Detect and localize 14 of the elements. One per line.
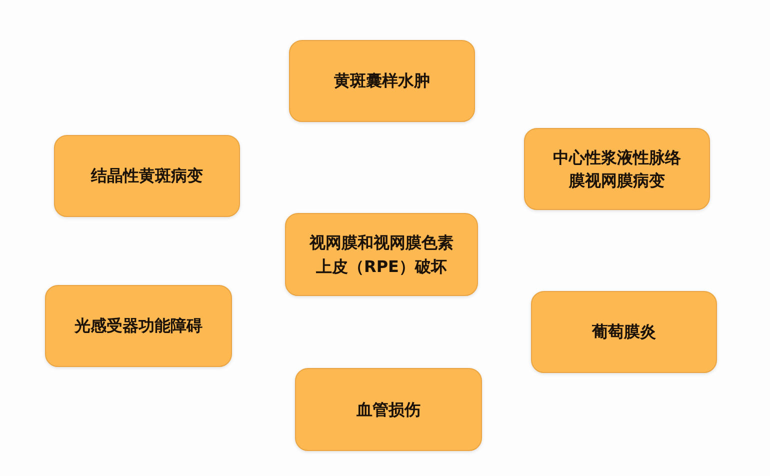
condition-label: 结晶性黄斑病变 [91, 165, 203, 188]
rounded-box [524, 128, 710, 210]
condition-label: 血管损伤 [356, 398, 420, 421]
condition-label: 黄斑囊样水肿 [334, 70, 430, 92]
condition-label: 中心性浆液性脉络膜视网膜病变 [552, 146, 682, 192]
condition-label: 葡萄膜炎 [592, 321, 656, 344]
condition-label: 视网膜和视网膜色素上皮（RPE）破坏 [308, 232, 454, 278]
rounded-box [45, 285, 232, 367]
rounded-box [285, 213, 478, 296]
rounded-box [531, 291, 717, 373]
condition-label: 光感受器功能障碍 [74, 315, 202, 338]
rounded-box [54, 135, 240, 217]
rounded-box [289, 40, 475, 122]
rounded-box [295, 368, 482, 451]
